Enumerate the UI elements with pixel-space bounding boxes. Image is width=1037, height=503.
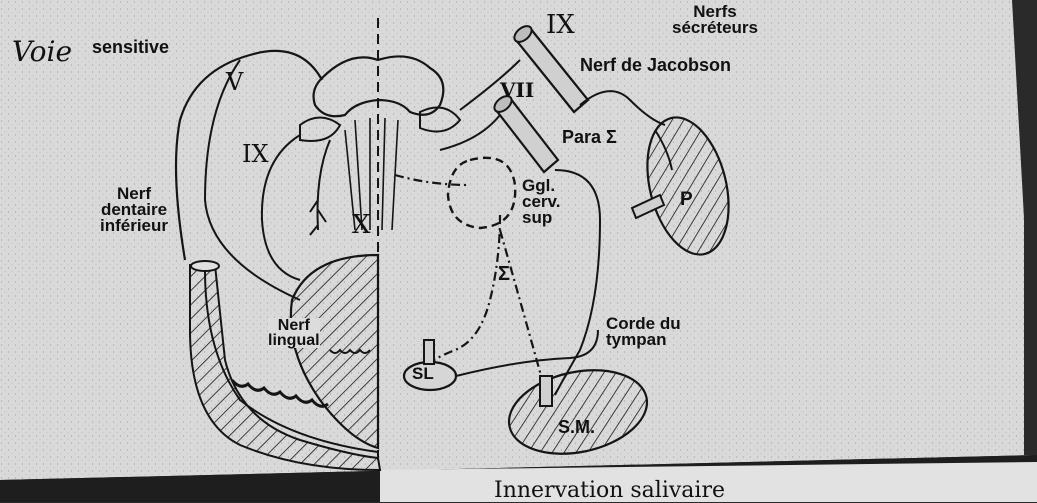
label-voie: Voie — [12, 38, 72, 66]
label-ix-top: IX — [546, 12, 575, 38]
label-x: X — [352, 212, 371, 238]
mandibular-foramen — [191, 261, 219, 271]
label-para-sigma: Para Σ — [562, 128, 617, 146]
label-sm: S.M. — [558, 418, 595, 436]
label-nerf-lingual: Nerf lingual — [268, 318, 320, 348]
label-sigma: Σ — [498, 264, 510, 284]
label-nerf-dentaire: Nerf dentaire inférieur — [100, 186, 168, 234]
label-vii: VII — [500, 80, 534, 100]
label-p: P — [680, 190, 693, 209]
label-ggl: Ggl. cerv. sup — [522, 178, 560, 226]
label-v: V — [226, 70, 243, 94]
label-sensitive: sensitive — [92, 38, 169, 56]
label-sl: SL — [412, 365, 434, 382]
label-corde-tympan: Corde du tympan — [606, 316, 681, 348]
sublingual-duct — [424, 340, 434, 364]
right-shadow-edge — [1024, 0, 1037, 455]
label-nerf-jacobson: Nerf de Jacobson — [580, 56, 731, 74]
caption: Innervation salivaire — [494, 480, 725, 502]
label-ix-left: IX — [242, 142, 269, 166]
submandibular-duct — [540, 376, 552, 406]
label-nerfs-secreteurs: Nerfs sécréteurs — [672, 4, 758, 36]
